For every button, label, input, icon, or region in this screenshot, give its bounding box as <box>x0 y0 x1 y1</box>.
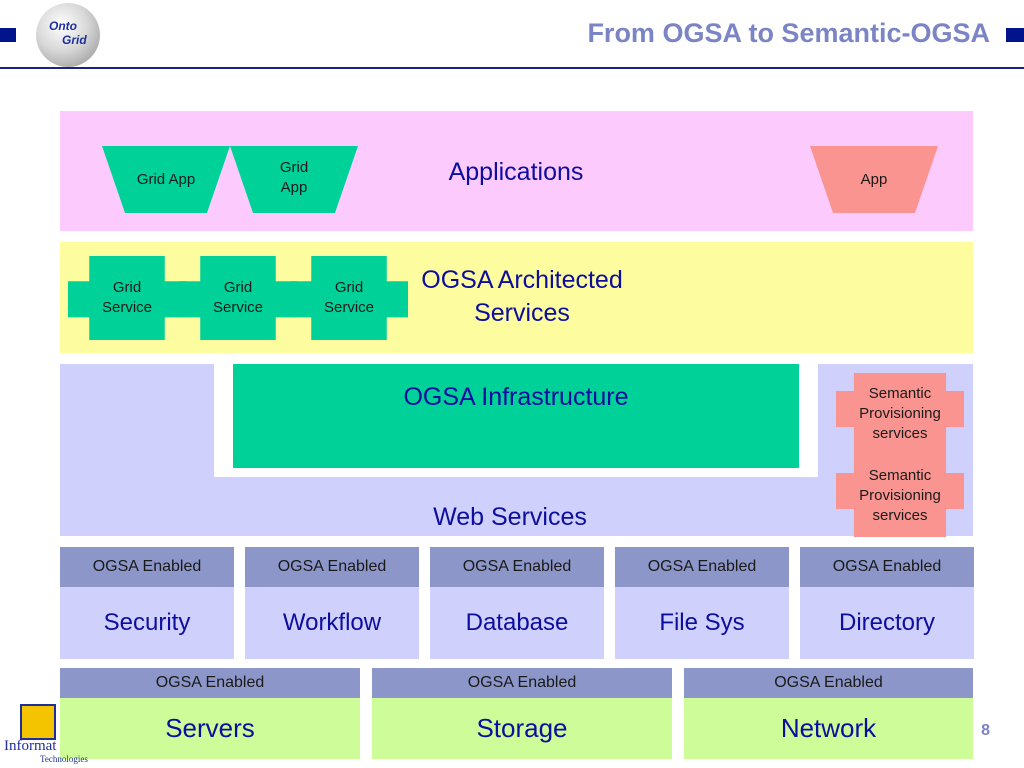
resource-box: OGSA Enabled Storage <box>372 668 672 759</box>
resource-label: Servers <box>60 698 360 759</box>
architected-services-title: OGSA Architected Services <box>421 266 623 327</box>
infrastructure-title: OGSA Infrastructure <box>403 383 629 411</box>
app-shape: Grid App <box>102 146 230 213</box>
app-shape: App <box>810 146 938 213</box>
ogsa-enabled-header: OGSA Enabled <box>60 547 234 587</box>
applications-title: Applications <box>448 158 584 186</box>
slide-title: From OGSA to Semantic-OGSA <box>587 18 990 48</box>
service-label: Database <box>430 587 604 659</box>
service-label: Directory <box>800 587 974 659</box>
header-right-square <box>1006 28 1024 42</box>
service-label: Security <box>60 587 234 659</box>
ogsa-enabled-header: OGSA Enabled <box>245 547 419 587</box>
logo-text-grid: Grid <box>62 33 87 47</box>
enabled-service-box: OGSA Enabled Database <box>430 547 604 659</box>
resource-label: Network <box>684 698 973 759</box>
resource-box: OGSA Enabled Network <box>684 668 973 759</box>
company-subtext: Technologies <box>40 754 88 764</box>
web-services-title: Web Services <box>433 503 587 531</box>
ogsa-enabled-header: OGSA Enabled <box>372 668 672 698</box>
semantic-provisioning-shape: Semantic Provisioning services <box>836 455 964 537</box>
ogsa-enabled-header: OGSA Enabled <box>615 547 789 587</box>
resource-box: OGSA Enabled Servers <box>60 668 360 759</box>
header-divider <box>0 67 1024 69</box>
company-logo-icon <box>20 704 56 740</box>
enabled-service-box: OGSA Enabled Security <box>60 547 234 659</box>
enabled-service-box: OGSA Enabled Workflow <box>245 547 419 659</box>
header-left-square <box>0 28 16 42</box>
service-label: Workflow <box>245 587 419 659</box>
ogsa-enabled-header: OGSA Enabled <box>684 668 973 698</box>
semantic-provisioning-shape: Semantic Provisioning services <box>836 373 964 455</box>
ontogrid-logo: Onto Grid <box>36 3 100 67</box>
company-name-text: Informat <box>4 738 57 754</box>
enabled-service-box: OGSA Enabled File Sys <box>615 547 789 659</box>
page-number: 8 <box>981 722 990 739</box>
app-shape: Grid App <box>230 146 358 213</box>
ogsa-enabled-header: OGSA Enabled <box>430 547 604 587</box>
logo-text-onto: Onto <box>49 19 77 33</box>
resource-label: Storage <box>372 698 672 759</box>
service-label: File Sys <box>615 587 789 659</box>
enabled-service-box: OGSA Enabled Directory <box>800 547 974 659</box>
ogsa-infrastructure-box <box>233 364 799 468</box>
ogsa-enabled-header: OGSA Enabled <box>60 668 360 698</box>
ogsa-enabled-header: OGSA Enabled <box>800 547 974 587</box>
